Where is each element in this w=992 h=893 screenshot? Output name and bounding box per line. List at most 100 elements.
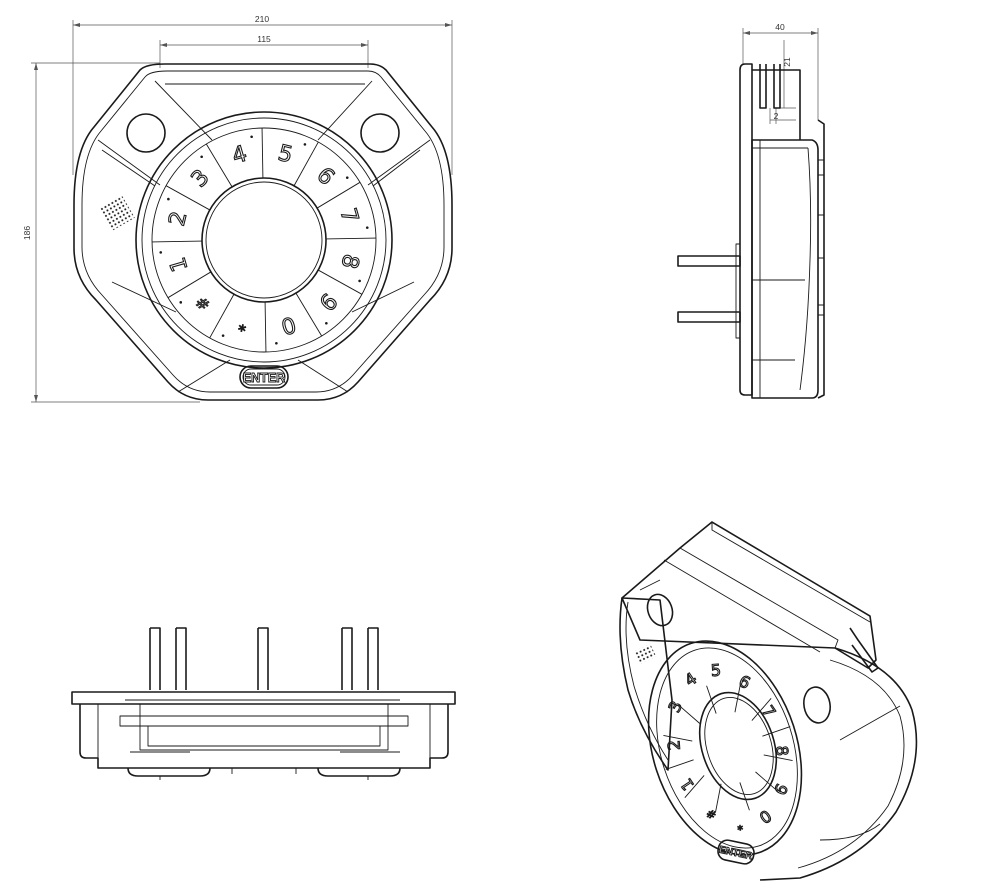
- iso-left-wing: [619, 597, 673, 771]
- enter-button[interactable]: ENTER: [239, 365, 289, 389]
- key-divider: [152, 240, 203, 243]
- center-display-inner: [205, 181, 323, 299]
- mounting-hole-right: [360, 113, 400, 153]
- bottom-body-details: [97, 699, 431, 758]
- keypad-outer-ring: [135, 111, 393, 369]
- center-display: [201, 177, 327, 303]
- key-tactile-dot: [325, 321, 328, 325]
- key-6[interactable]: 6: [311, 162, 340, 191]
- dimension-center-width: 115: [159, 34, 369, 68]
- iso-center-display-inner: [704, 696, 774, 796]
- bottom-pins: [149, 627, 379, 690]
- dimension-height: 186: [22, 62, 200, 403]
- bottom-plate: [71, 691, 456, 705]
- side-view: 40 21 2: [677, 22, 825, 399]
- side-back-plate: [739, 63, 753, 396]
- key-tactile-dot: [159, 251, 163, 254]
- dimension-pin-offset-label: 2: [774, 111, 779, 121]
- key-dividers: [152, 128, 376, 352]
- iso-speaker-grille: [633, 643, 657, 665]
- key-7[interactable]: 7: [334, 205, 363, 226]
- iso-right-body: [759, 647, 918, 881]
- key-divider: [167, 271, 212, 299]
- bottom-feet: [127, 767, 401, 777]
- key-tactile-dot: [358, 279, 361, 283]
- housing-facet-lines: [101, 149, 421, 187]
- iso-key-6[interactable]: 6: [735, 671, 754, 694]
- iso-key-divider: [663, 735, 693, 742]
- iso-left-wing-edge: [625, 601, 669, 761]
- housing-facets: [97, 80, 431, 393]
- key-8[interactable]: 8: [335, 251, 364, 272]
- key-5[interactable]: 5: [275, 140, 296, 169]
- key-divider: [325, 237, 376, 240]
- iso-key-9[interactable]: 9: [769, 780, 792, 799]
- iso-key-1[interactable]: 1: [676, 774, 699, 794]
- iso-key-divider: [715, 783, 722, 813]
- key-divider: [318, 269, 363, 295]
- iso-key-4[interactable]: 4: [681, 668, 701, 691]
- iso-key-divider: [763, 754, 793, 761]
- key-divider: [205, 143, 233, 188]
- dimension-pin-length-label: 21: [782, 57, 792, 67]
- iso-right-body-edges: [797, 659, 905, 869]
- key-tactile-dot: [275, 341, 278, 345]
- key-tactile-dot: [303, 143, 307, 146]
- side-pin-lower: [677, 311, 741, 323]
- iso-key-divider: [684, 775, 705, 798]
- key-0[interactable]: 0: [278, 310, 299, 339]
- iso-key-star[interactable]: *: [736, 819, 744, 833]
- key-divider: [209, 294, 235, 339]
- iso-key-divider: [755, 771, 778, 792]
- iso-mounting-hole-left: [646, 593, 674, 627]
- front-view: 210 115 186: [22, 14, 453, 403]
- side-pin-bracket: [735, 243, 740, 339]
- key-4[interactable]: 4: [229, 141, 250, 170]
- key-3[interactable]: 3: [186, 165, 215, 194]
- key-divider: [295, 292, 323, 337]
- key-tactile-dot: [365, 226, 369, 229]
- key-divider: [165, 185, 210, 211]
- dimension-center-width-label: 115: [257, 34, 271, 44]
- side-top-pins: [752, 64, 801, 140]
- key-2[interactable]: 2: [164, 208, 193, 229]
- key-divider: [264, 301, 267, 352]
- key-tactile-dot: [221, 334, 225, 337]
- iso-enter-button[interactable]: ENTER: [716, 838, 755, 865]
- key-1[interactable]: 1: [165, 254, 194, 275]
- key-divider: [293, 141, 319, 186]
- iso-key-0[interactable]: 0: [755, 805, 775, 828]
- dimension-depth: 40: [742, 22, 819, 120]
- key-tactile-dot: [345, 176, 349, 179]
- side-pin-upper: [677, 255, 741, 267]
- iso-key-3[interactable]: 3: [664, 697, 687, 716]
- iso-key-divider: [678, 704, 701, 725]
- bottom-feet-details: [130, 751, 400, 780]
- key-tactile-dot: [200, 155, 203, 159]
- iso-key-divider: [706, 685, 717, 714]
- key-divider: [261, 128, 264, 179]
- iso-top-slab: [621, 521, 877, 669]
- dimension-pin-offset: 2: [769, 108, 796, 124]
- dimension-depth-label: 40: [775, 22, 785, 32]
- housing-inner-outline: [81, 70, 445, 393]
- side-front-face: [817, 119, 825, 399]
- iso-key-divider: [734, 683, 741, 713]
- key-hash[interactable]: #: [192, 292, 215, 315]
- dimension-height-label: 186: [22, 226, 32, 240]
- dimension-overall-width-label: 210: [255, 14, 269, 24]
- iso-mounting-hole-right: [803, 686, 831, 724]
- iso-key-5[interactable]: 5: [710, 660, 723, 681]
- dimension-pin-length: 21: [778, 40, 796, 109]
- key-star[interactable]: *: [236, 315, 249, 335]
- iso-key-8[interactable]: 8: [772, 745, 793, 758]
- iso-key-divider: [751, 698, 772, 721]
- iso-key-2[interactable]: 2: [664, 739, 685, 752]
- iso-key-divider: [762, 726, 791, 737]
- side-body: [751, 139, 819, 399]
- iso-center-display: [698, 691, 778, 801]
- key-9[interactable]: 9: [313, 287, 342, 316]
- key-tactile-dot: [167, 197, 170, 201]
- key-divider: [316, 181, 361, 209]
